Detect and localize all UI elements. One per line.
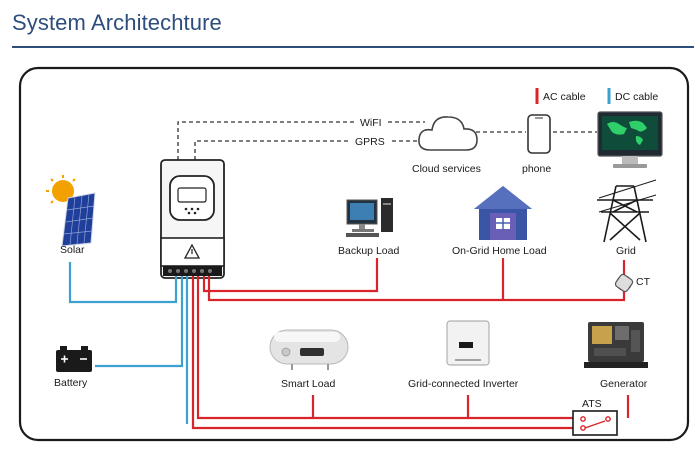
ac-cable-ats-load bbox=[191, 276, 581, 430]
generator-icon bbox=[584, 322, 648, 368]
ats-label: ATS bbox=[582, 398, 602, 410]
home-icon bbox=[474, 186, 532, 240]
dc-cable-solar bbox=[68, 262, 178, 304]
ct-clamp-icon bbox=[614, 273, 634, 293]
solar-label: Solar bbox=[60, 244, 85, 256]
title-divider bbox=[12, 46, 694, 48]
power-tower-icon bbox=[597, 179, 657, 243]
legend-dc-label: DC cable bbox=[615, 91, 658, 103]
ac-cable-backup-load bbox=[202, 258, 379, 293]
water-heater-icon bbox=[269, 329, 349, 370]
cloud-icon bbox=[418, 116, 478, 151]
dc-cable-battery bbox=[95, 276, 184, 368]
phone-label: phone bbox=[522, 163, 551, 175]
solar-panel-icon bbox=[46, 175, 96, 247]
ac-cable-generator-side bbox=[196, 276, 581, 420]
wifi-line bbox=[177, 121, 356, 160]
monitor-icon bbox=[597, 111, 663, 168]
legend-ac-label: AC cable bbox=[543, 91, 586, 103]
gprs-line bbox=[194, 140, 350, 160]
battery-icon bbox=[56, 346, 92, 372]
home-load-label: On-Grid Home Load bbox=[452, 245, 547, 257]
battery-label: Battery bbox=[54, 377, 88, 389]
ats-switch bbox=[572, 410, 618, 436]
gprs-label: GPRS bbox=[355, 136, 385, 148]
smart-load-label: Smart Load bbox=[281, 378, 335, 390]
ct-label: CT bbox=[636, 276, 651, 288]
desktop-computer-icon bbox=[346, 198, 393, 237]
wifi-label: WiFI bbox=[360, 117, 382, 129]
phone-icon bbox=[527, 114, 551, 154]
cloud-services-label: Cloud services bbox=[412, 163, 481, 175]
page-title: System Architechture bbox=[12, 10, 222, 35]
legend: AC cable DC cable bbox=[535, 88, 658, 104]
generator-label: Generator bbox=[600, 378, 648, 390]
backup-load-label: Backup Load bbox=[338, 245, 399, 257]
grid-inverter-icon bbox=[446, 320, 490, 366]
grid-label: Grid bbox=[616, 245, 636, 257]
grid-inverter-label: Grid-connected Inverter bbox=[408, 378, 519, 390]
dc-cables bbox=[68, 262, 189, 424]
hybrid-inverter-icon bbox=[160, 159, 225, 279]
communication-lines bbox=[177, 121, 597, 160]
